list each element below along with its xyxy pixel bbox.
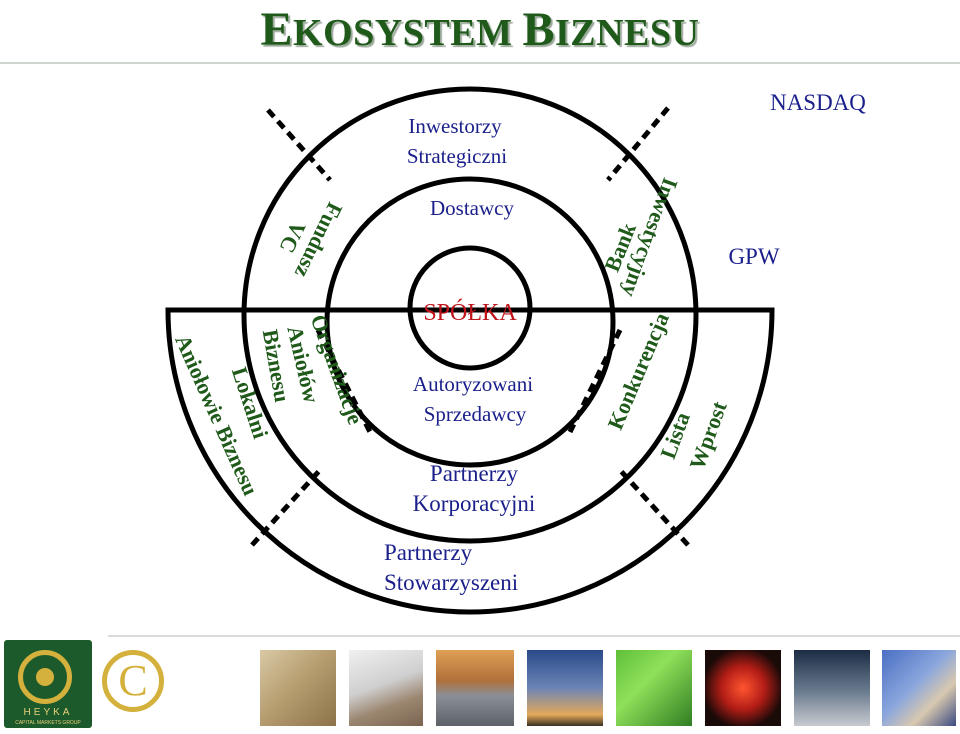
divider-lower-left — [250, 468, 322, 547]
autoryzowani-line2: Sprzedawcy — [424, 402, 527, 426]
outer-ring — [241, 86, 699, 544]
gpw-label: GPW — [728, 244, 779, 269]
title-divider — [0, 62, 960, 64]
lower-arc — [165, 307, 775, 615]
page-title: EKOSYSTEM BIZNESU — [260, 3, 700, 56]
middle-ring — [324, 176, 616, 468]
partnerzy-korp-line1: Partnerzy — [430, 461, 519, 486]
nasdaq-label: NASDAQ — [770, 90, 866, 115]
partnerzy-stow-line2: Stowarzyszeni — [384, 570, 518, 595]
thumbnail-keyboard — [349, 650, 423, 726]
thumbnail-space-shuttle — [794, 650, 870, 726]
thumbnail-dna — [616, 650, 692, 726]
dostawcy-label: Dostawcy — [430, 196, 514, 220]
thumbnail-handshake — [882, 650, 956, 726]
thumbnail-manuscript — [260, 650, 336, 726]
copyright-icon: C — [102, 650, 164, 712]
wprost-label: Wprost — [684, 397, 732, 472]
center-label: SPÓŁKA — [423, 299, 517, 326]
heyka-logo: HEYKA CAPITAL MARKETS GROUP — [4, 640, 92, 728]
logo-sub: CAPITAL MARKETS GROUP — [15, 720, 81, 726]
partnerzy-korp-line2: Korporacyjni — [413, 491, 536, 516]
logo-ring-icon — [18, 650, 72, 704]
divider-mid-left — [315, 328, 373, 434]
logo-name: HEYKA — [23, 707, 73, 718]
inwestorzy-line2: Strategiczni — [407, 144, 507, 168]
inwestorzy-line1: Inwestorzy — [408, 114, 502, 138]
thumbnail-satellite-dish — [527, 650, 603, 726]
divider-upper-right — [606, 106, 670, 182]
partnerzy-stow-line1: Partnerzy — [384, 540, 473, 565]
autoryzowani-line1: Autoryzowani — [413, 372, 533, 396]
logo-dot-icon — [36, 668, 54, 686]
divider-lower-right — [618, 468, 690, 547]
footer-divider — [108, 635, 960, 637]
divider-upper-left — [266, 108, 332, 182]
thumbnail-car-factory — [436, 650, 514, 726]
thumbnail-neuron — [705, 650, 781, 726]
divider-mid-right — [567, 328, 623, 434]
